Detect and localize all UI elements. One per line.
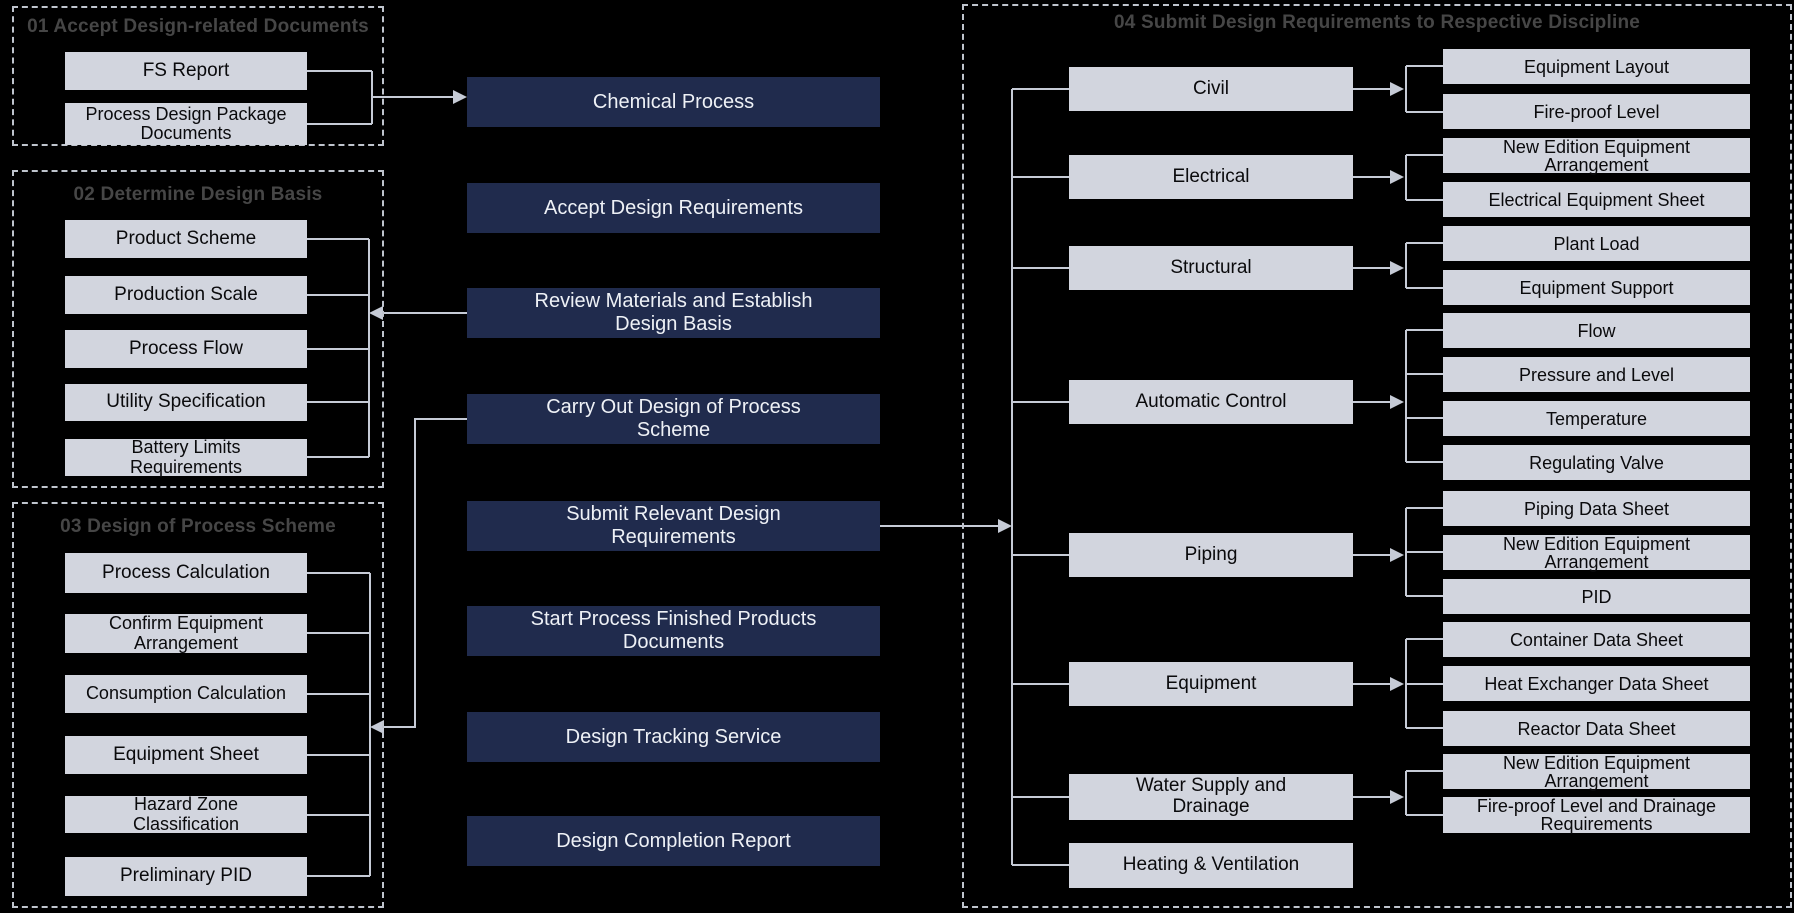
output-flow: Flow: [1443, 313, 1750, 348]
step-accept-design-requirements: Accept Design Requirements: [467, 183, 880, 233]
arrowhead-chemical-process: [453, 90, 467, 104]
output-reactor-data-sheet: Reactor Data Sheet: [1443, 711, 1750, 746]
output-container-data-sheet: Container Data Sheet: [1443, 622, 1750, 657]
node-equipment-sheet: Equipment Sheet: [65, 736, 307, 774]
discipline-equipment: Equipment: [1069, 662, 1353, 706]
group-02-title: 02 Determine Design Basis: [73, 184, 323, 205]
group-03-process-scheme: 03 Design of Process Scheme: [12, 502, 384, 908]
node-consumption-calculation: Consumption Calculation: [65, 675, 307, 713]
node-production-scale: Production Scale: [65, 276, 307, 314]
output-piping-data-sheet: Piping Data Sheet: [1443, 491, 1750, 526]
discipline-water-supply-drainage: Water Supply and Drainage: [1069, 774, 1353, 820]
node-battery-limits-requirements: Battery Limits Requirements: [65, 437, 307, 476]
step-review-materials: Review Materials and Establish Design Ba…: [467, 288, 880, 338]
output-regulating-valve: Regulating Valve: [1443, 445, 1750, 480]
group-04-submit-requirements: 04 Submit Design Requirements to Respect…: [962, 4, 1792, 908]
step-submit-relevant-requirements: Submit Relevant Design Requirements: [467, 501, 880, 551]
node-product-scheme: Product Scheme: [65, 220, 307, 258]
discipline-automatic-control: Automatic Control: [1069, 380, 1353, 424]
group-03-title: 03 Design of Process Scheme: [60, 516, 336, 537]
discipline-electrical: Electrical: [1069, 155, 1353, 199]
step-chemical-process: Chemical Process: [467, 77, 880, 127]
output-pressure-and-level: Pressure and Level: [1443, 357, 1750, 392]
step-start-finished-products: Start Process Finished Products Document…: [467, 606, 880, 656]
output-new-edition-equipment-arrangement-2: New Edition Equipment Arrangement: [1443, 535, 1750, 571]
output-equipment-support: Equipment Support: [1443, 270, 1750, 305]
output-plant-load: Plant Load: [1443, 226, 1750, 261]
node-preliminary-pid: Preliminary PID: [65, 857, 307, 896]
node-hazard-zone-classification: Hazard Zone Classification: [65, 794, 307, 833]
output-fire-proof-level: Fire-proof Level: [1443, 94, 1750, 129]
node-confirm-equipment-arrangement: Confirm Equipment Arrangement: [65, 613, 307, 653]
group-04-title: 04 Submit Design Requirements to Respect…: [1113, 12, 1641, 33]
output-equipment-layout: Equipment Layout: [1443, 49, 1750, 84]
step-design-tracking-service: Design Tracking Service: [467, 712, 880, 762]
node-process-design-package-documents: Process Design Package Documents: [65, 103, 307, 145]
output-new-edition-equipment-arrangement-1: New Edition Equipment Arrangement: [1443, 138, 1750, 174]
step-design-completion-report: Design Completion Report: [467, 816, 880, 866]
output-heat-exchanger-data-sheet: Heat Exchanger Data Sheet: [1443, 666, 1750, 701]
node-process-calculation: Process Calculation: [65, 553, 307, 593]
discipline-civil: Civil: [1069, 67, 1353, 111]
step-carry-out-design: Carry Out Design of Process Scheme: [467, 394, 880, 444]
output-fire-proof-level-drainage-requirements: Fire-proof Level and Drainage Requiremen…: [1443, 797, 1750, 833]
node-fs-report: FS Report: [65, 52, 307, 90]
group-01-title: 01 Accept Design-related Documents: [27, 16, 369, 37]
output-temperature: Temperature: [1443, 401, 1750, 436]
discipline-heating-ventilation: Heating & Ventilation: [1069, 843, 1353, 888]
node-process-flow: Process Flow: [65, 330, 307, 368]
group-02-design-basis: 02 Determine Design Basis: [12, 170, 384, 488]
discipline-structural: Structural: [1069, 246, 1353, 290]
output-electrical-equipment-sheet: Electrical Equipment Sheet: [1443, 182, 1750, 217]
node-utility-specification: Utility Specification: [65, 384, 307, 421]
output-new-edition-equipment-arrangement-3: New Edition Equipment Arrangement: [1443, 754, 1750, 790]
output-pid: PID: [1443, 579, 1750, 614]
group-01-accept-documents: 01 Accept Design-related Documents: [12, 6, 384, 146]
discipline-piping: Piping: [1069, 533, 1353, 577]
